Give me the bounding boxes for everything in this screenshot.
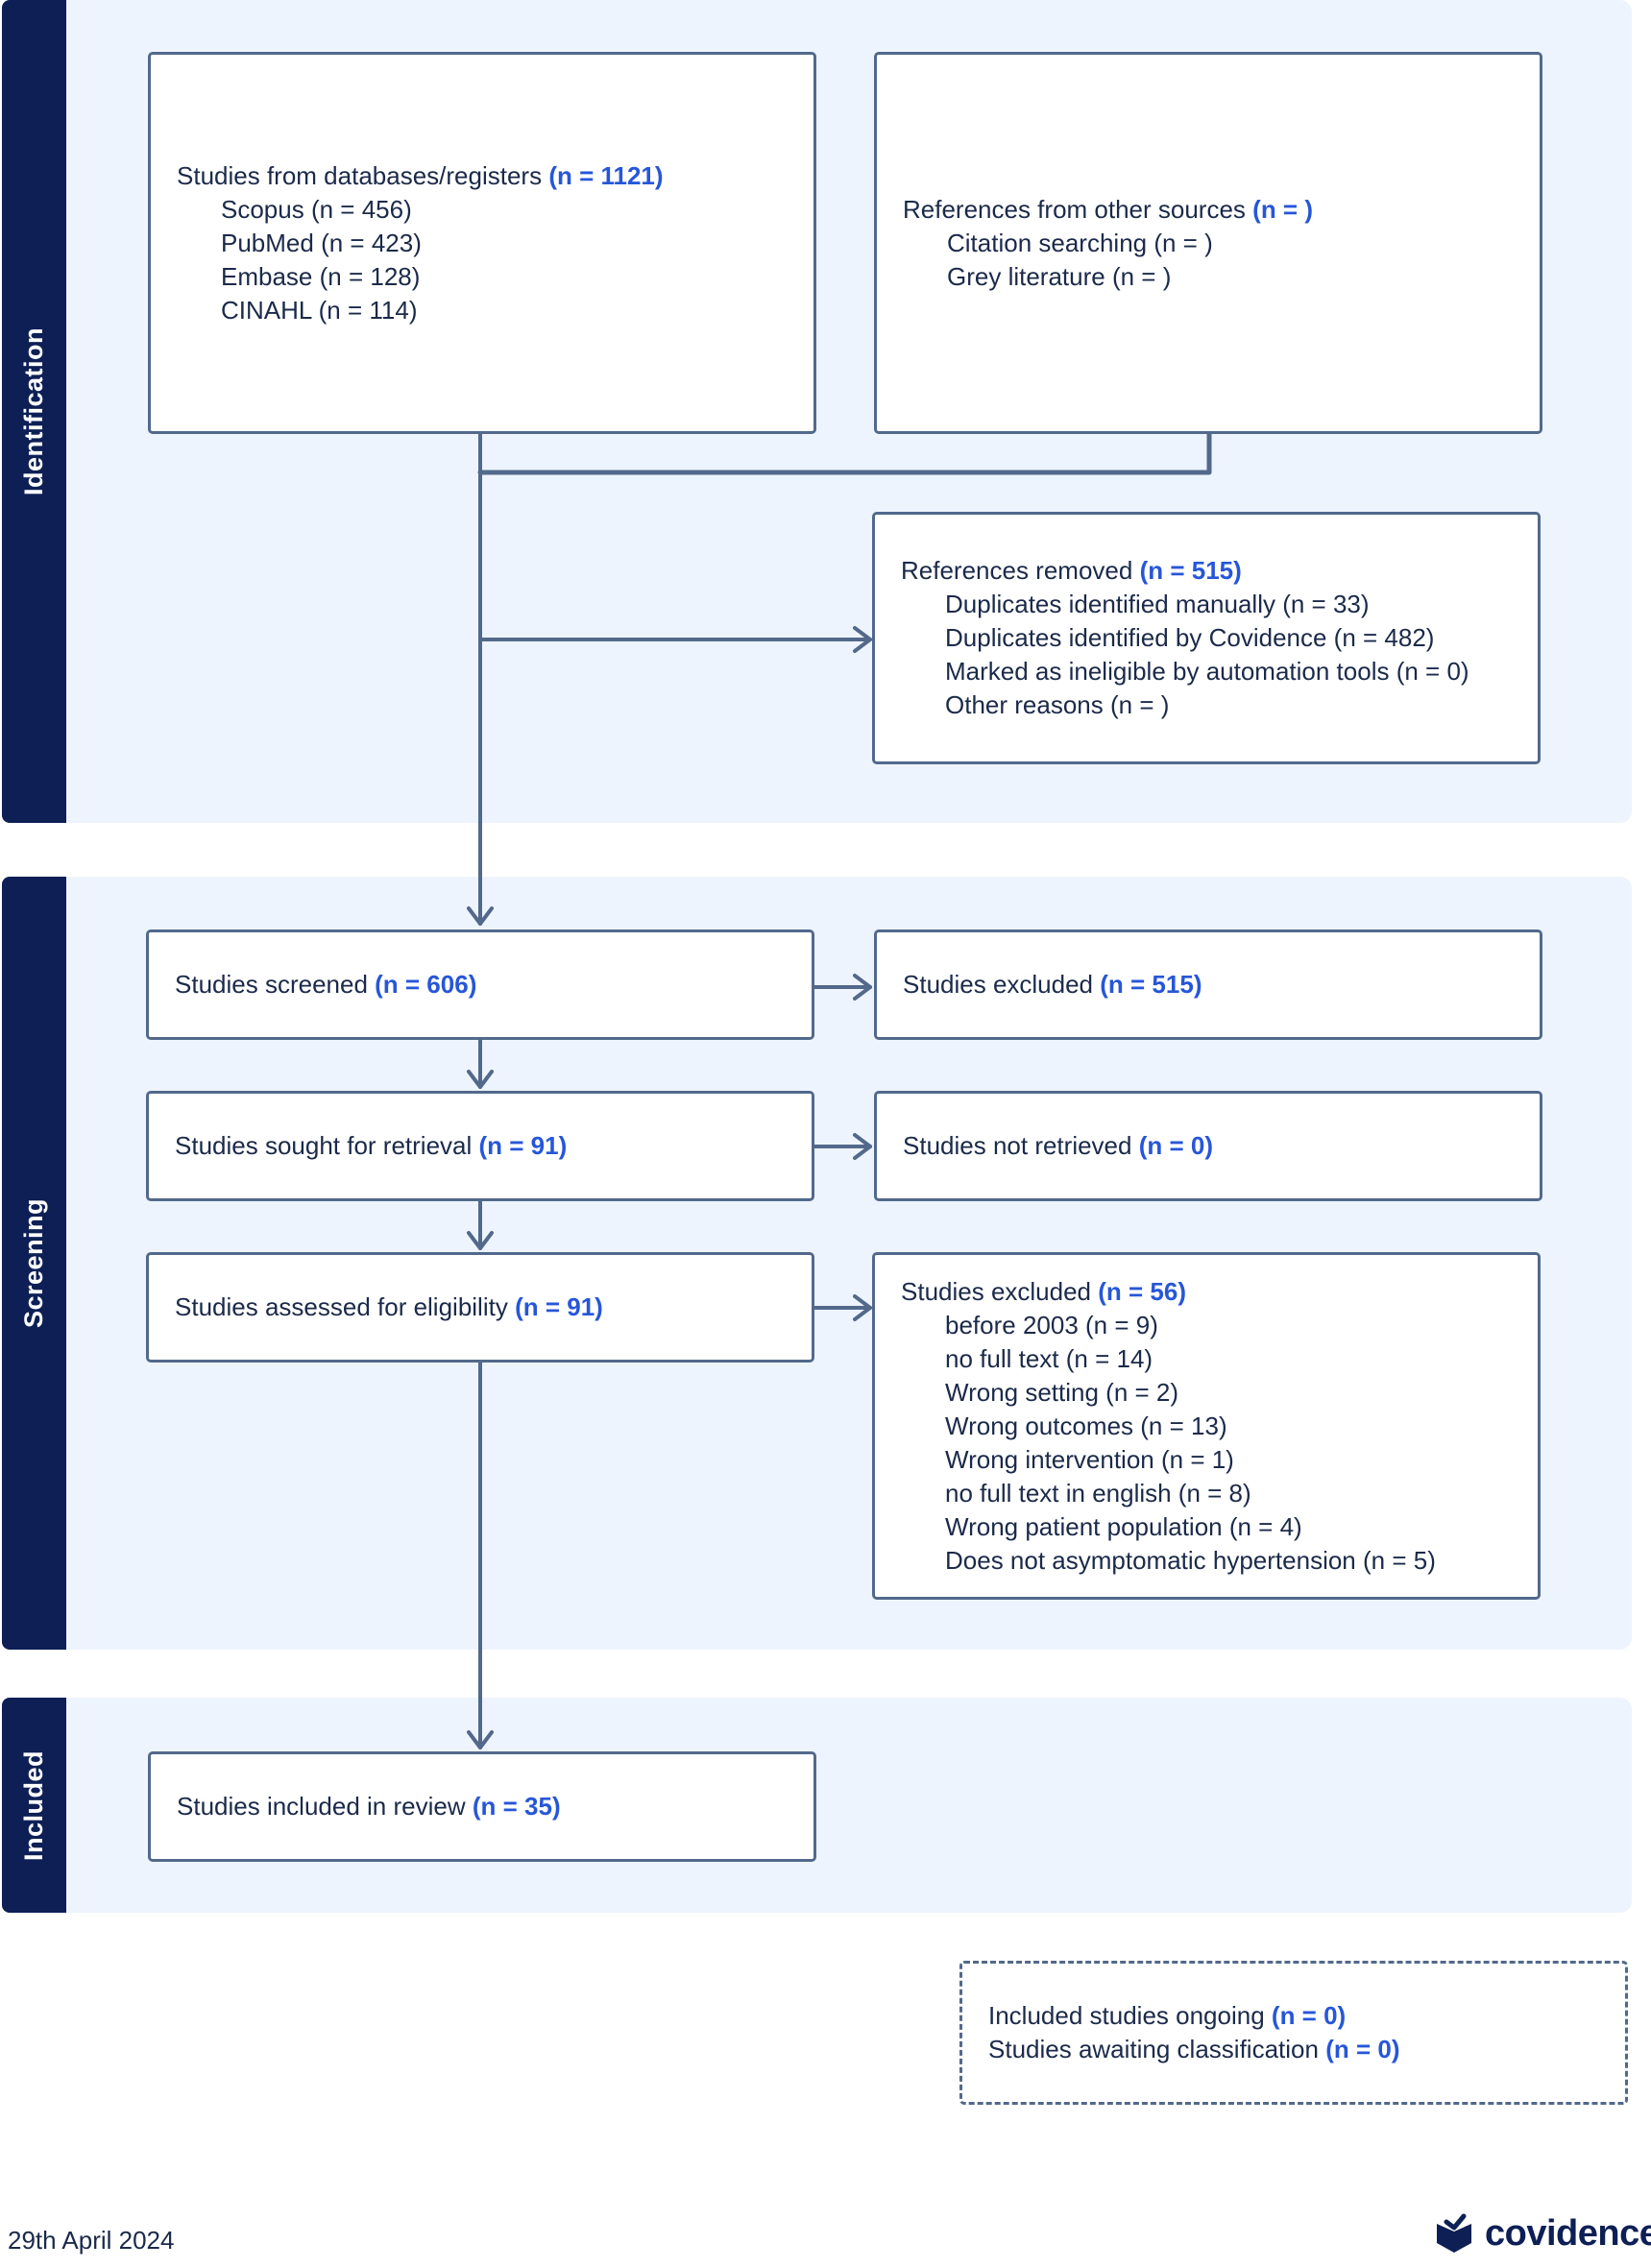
exclusion-reason: no full text (n = 14) [945,1343,1153,1373]
assessed-title: Studies assessed for eligibility [175,1292,508,1321]
databases-box: Studies from databases/registers (n = 11… [148,52,816,434]
exclusion-reason: Wrong intervention (n = 1) [945,1444,1234,1474]
removed-title: References removed [901,556,1133,585]
report-date: 29th April 2024 [8,2226,175,2255]
assessed-to-excluded-arrowhead [853,1294,872,1321]
screened-to-sought-arrowhead [467,1070,494,1089]
ongoing-label: Included studies ongoing [988,2001,1265,2030]
excluded-screen-title: Studies excluded [903,970,1094,999]
screened-count: (n = 606) [375,970,477,999]
studies-excluded-screening-box: Studies excluded (n = 515) [874,929,1542,1040]
included-count: (n = 35) [472,1792,561,1821]
covidence-logo: covidence [1433,2212,1651,2255]
merge-connector [477,429,1212,475]
covidence-wordmark: covidence [1485,2212,1651,2254]
databases-item: PubMed (n = 423) [221,228,422,257]
removed-item: Marked as ineligible by automation tools… [945,657,1469,686]
databases-item: Embase (n = 128) [221,261,421,291]
exclusion-reason: before 2003 (n = 9) [945,1310,1158,1339]
sought-to-assessed-arrowhead [467,1231,494,1250]
sought-title: Studies sought for retrieval [175,1131,473,1160]
removed-item: Duplicates identified by Covidence (n = … [945,623,1435,652]
ongoing-count: (n = 0) [1271,2001,1347,2030]
not-retrieved-title: Studies not retrieved [903,1131,1132,1160]
not-retrieved-count: (n = 0) [1138,1131,1213,1160]
exclusion-reason: no full text in english (n = 8) [945,1478,1251,1508]
screened-title: Studies screened [175,970,368,999]
awaiting-count: (n = 0) [1325,2035,1400,2063]
other-sources-count: (n = ) [1252,194,1314,224]
ongoing-studies-box: Included studies ongoing (n = 0) Studies… [959,1961,1628,2105]
main-flow-arrowhead [467,906,494,926]
studies-included-box: Studies included in review (n = 35) [148,1751,816,1862]
other-sources-item: Citation searching (n = ) [947,228,1213,257]
screened-to-excluded-arrowhead [853,974,872,1001]
databases-title: Studies from databases/registers [177,160,543,190]
removed-count: (n = 515) [1139,556,1242,585]
studies-screened-box: Studies screened (n = 606) [146,929,814,1040]
studies-assessed-box: Studies assessed for eligibility (n = 91… [146,1252,814,1363]
removed-arrowhead [853,626,872,653]
assessed-count: (n = 91) [515,1292,603,1321]
databases-item: CINAHL (n = 114) [221,295,418,325]
other-sources-title: References from other sources [903,194,1246,224]
sought-to-not-retrieved-arrowhead [853,1133,872,1160]
covidence-logo-icon [1437,2213,1471,2253]
removed-item: Duplicates identified manually (n = 33) [945,590,1370,618]
databases-count: (n = 1121) [548,160,664,190]
screening-stage-label: Screening [2,877,66,1650]
databases-item: Scopus (n = 456) [221,194,412,224]
sought-count: (n = 91) [478,1131,568,1160]
included-title: Studies included in review [177,1792,466,1821]
studies-not-retrieved-box: Studies not retrieved (n = 0) [874,1091,1542,1201]
excluded-screen-count: (n = 515) [1100,970,1202,999]
exclusion-reason: Does not asymptomatic hypertension (n = … [945,1545,1436,1575]
references-removed-box: References removed (n = 515) Duplicates … [872,512,1541,764]
studies-excluded-fulltext-box: Studies excluded (n = 56) before 2003 (n… [872,1252,1541,1600]
identification-stage-label: Identification [2,0,66,823]
other-sources-box: References from other sources (n = ) Cit… [874,52,1542,434]
excluded-full-count: (n = 56) [1098,1276,1187,1306]
removed-item: Other reasons (n = ) [945,690,1170,719]
exclusion-reason: Wrong patient population (n = 4) [945,1511,1302,1541]
awaiting-label: Studies awaiting classification [988,2035,1319,2063]
studies-sought-box: Studies sought for retrieval (n = 91) [146,1091,814,1201]
exclusion-reason: Wrong setting (n = 2) [945,1377,1179,1407]
other-sources-item: Grey literature (n = ) [947,261,1172,291]
excluded-full-title: Studies excluded [901,1276,1092,1306]
included-stage-label: Included [2,1698,66,1913]
assessed-to-included-arrowhead [467,1730,494,1749]
exclusion-reason: Wrong outcomes (n = 13) [945,1411,1227,1440]
